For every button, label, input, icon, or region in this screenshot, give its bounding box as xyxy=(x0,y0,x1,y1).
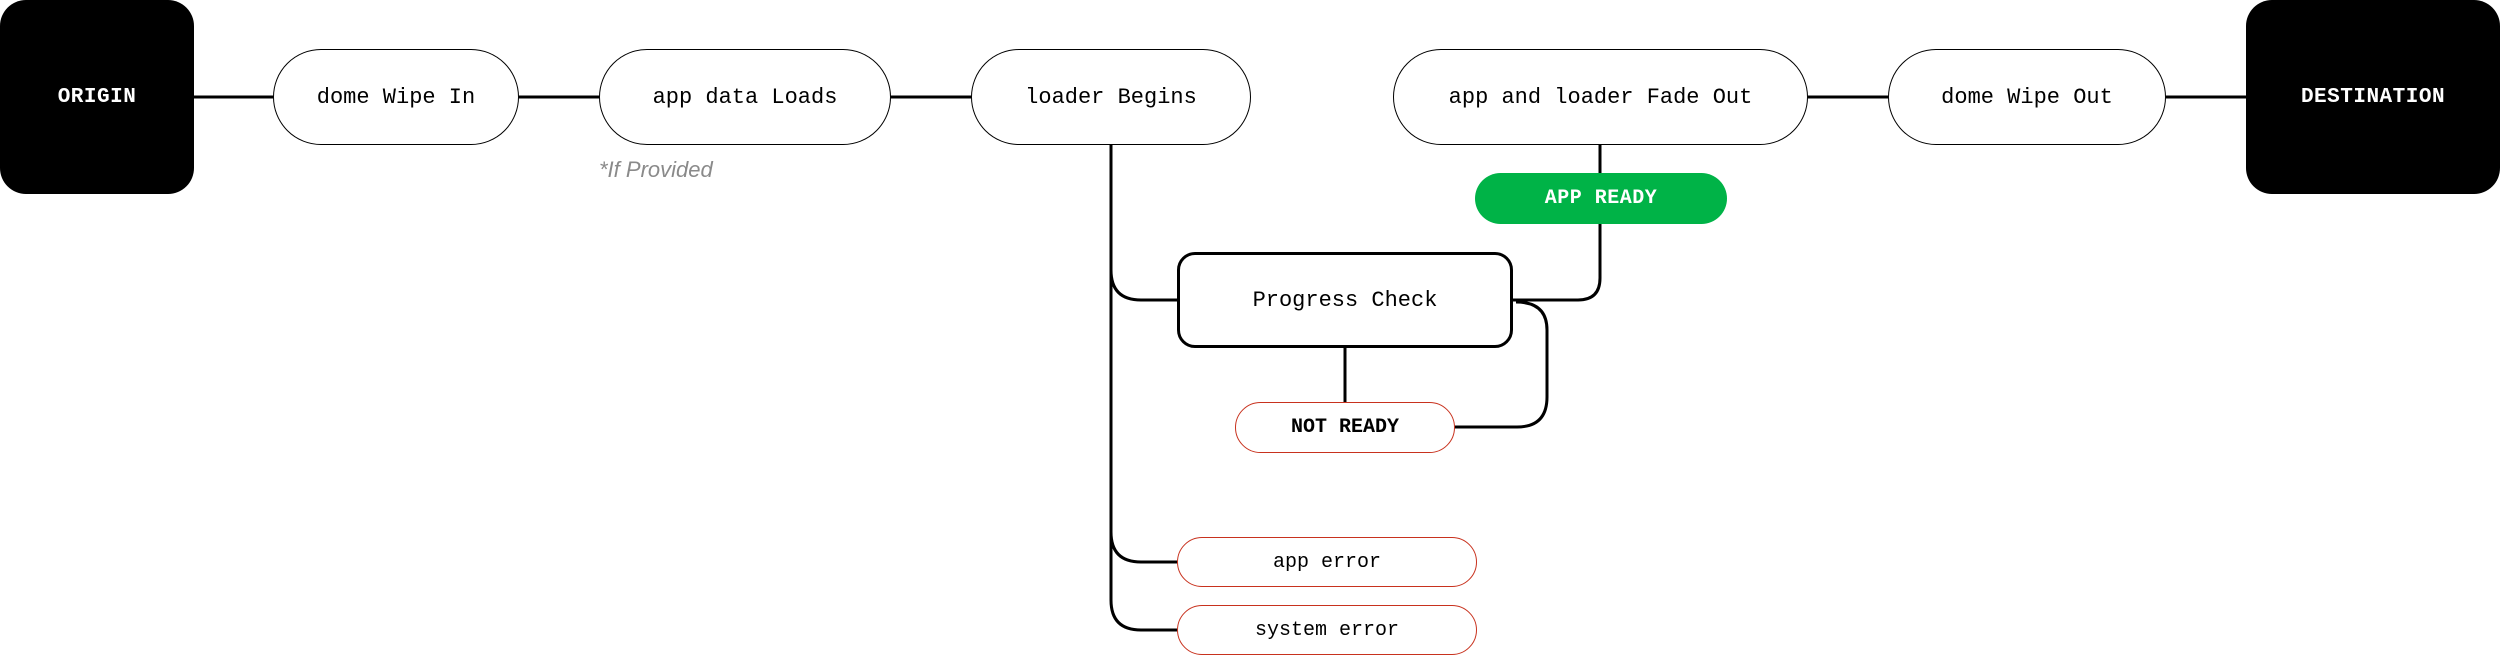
progress-check-node: Progress Check xyxy=(1177,252,1513,348)
fade-out-node: app and loader Fade Out xyxy=(1393,49,1808,145)
if-provided-note: *If Provided xyxy=(599,157,713,182)
dome-wipe-in-node: dome Wipe In xyxy=(273,49,519,145)
connector-loader-to-progress-check xyxy=(1109,145,1177,302)
origin-node: ORIGIN xyxy=(0,0,194,194)
loader-begins-node: loader Begins xyxy=(971,49,1251,145)
app-data-loads-node: app data Loads xyxy=(599,49,891,145)
not-ready-badge: NOT READY xyxy=(1235,402,1455,453)
app-ready-badge: APP READY xyxy=(1475,173,1727,224)
connector-progress-check-to-app-ready xyxy=(1513,224,1602,302)
destination-node: DESTINATION xyxy=(2246,0,2500,194)
connector-trunk-to-system-error xyxy=(1109,532,1177,632)
connector-trunk-to-app-error xyxy=(1109,270,1177,564)
app-error-badge: app error xyxy=(1177,537,1477,587)
connector-not-ready-loop xyxy=(1455,300,1549,429)
dome-wipe-out-node: dome Wipe Out xyxy=(1888,49,2166,145)
system-error-badge: system error xyxy=(1177,605,1477,655)
